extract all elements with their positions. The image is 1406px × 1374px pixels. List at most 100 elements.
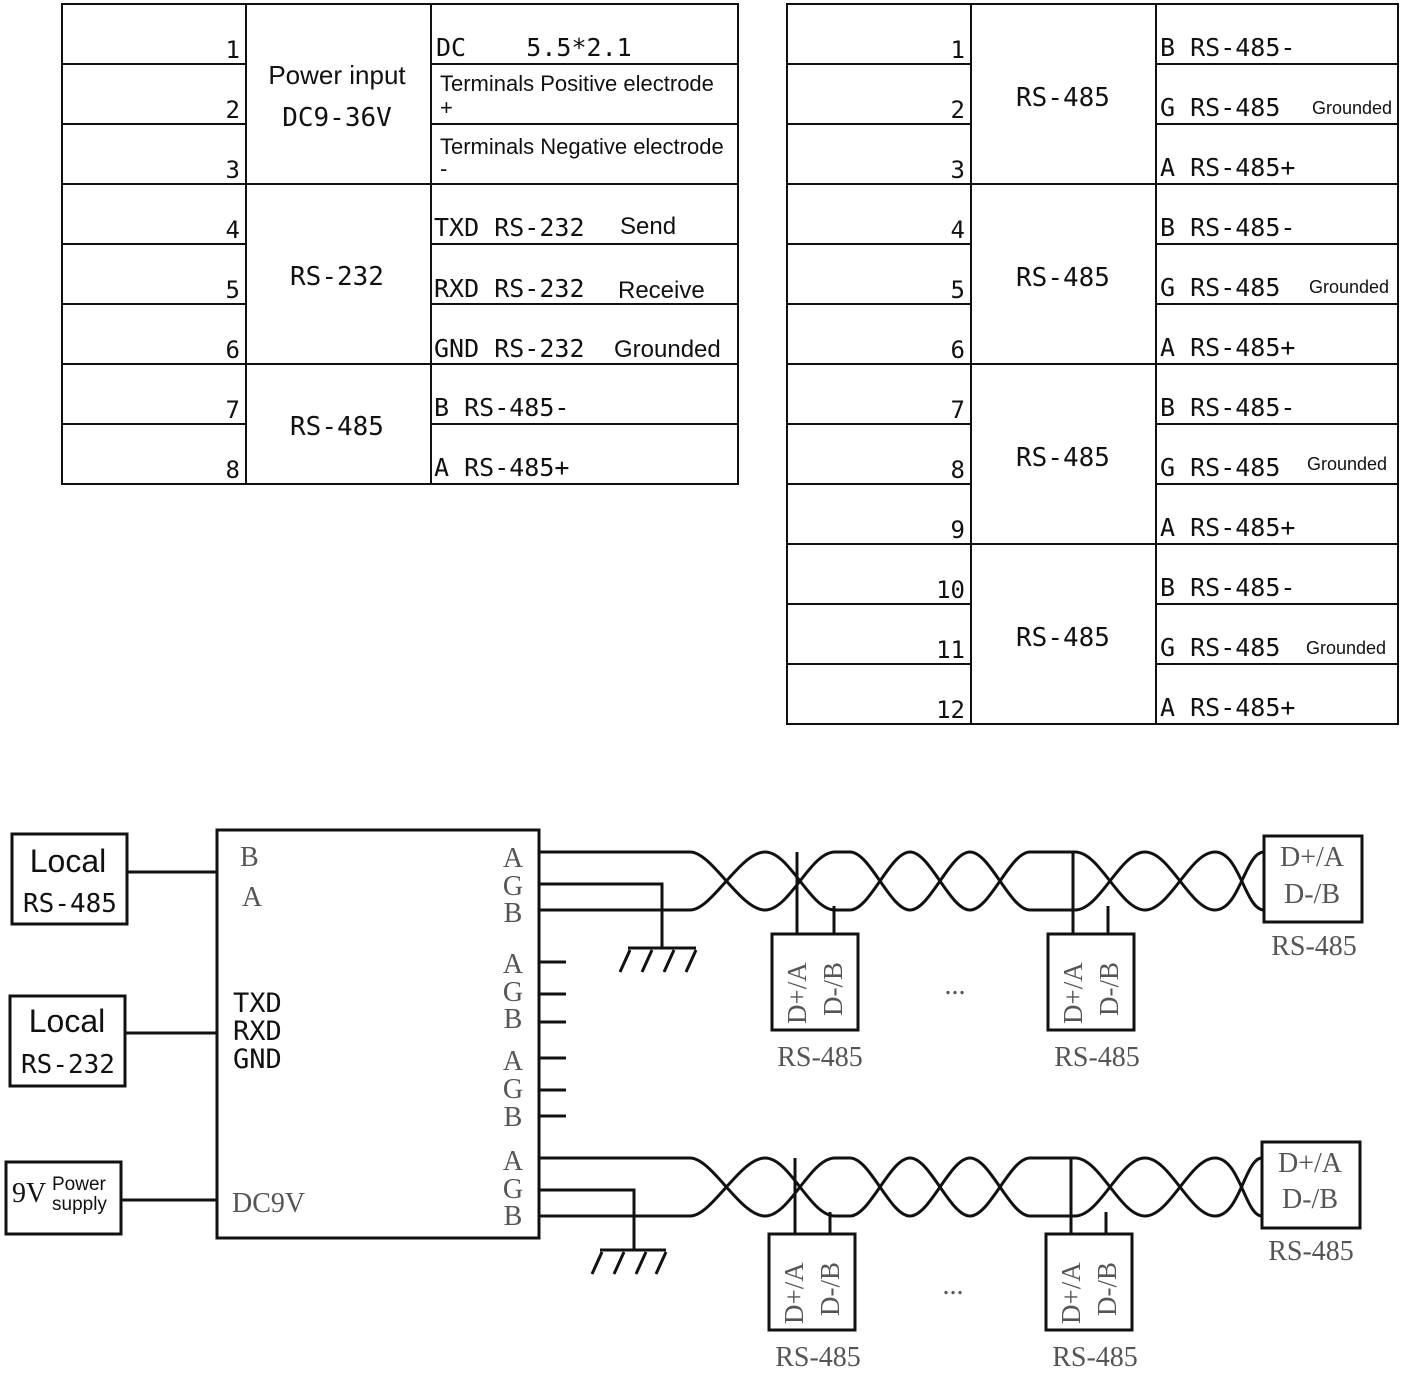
desc-g-ground: G RS-485: [1160, 633, 1280, 662]
node-caption: RS-485: [1052, 1342, 1138, 1373]
local-rs232-box: [8, 994, 127, 1088]
box-label-gnd: GND: [233, 1044, 282, 1075]
port-letter: G: [503, 1074, 523, 1105]
desc-a-plus: A RS-485+: [1160, 513, 1295, 542]
pin-number: 3: [951, 156, 965, 184]
desc-gnd-extra: Grounded: [614, 336, 721, 363]
pin-number: 5: [226, 276, 240, 304]
device-label-bottom: D-/B: [1282, 1184, 1338, 1215]
pin-number: 3: [226, 156, 240, 184]
desc-positive-sign: +: [440, 95, 453, 120]
node-caption: RS-485: [777, 1042, 863, 1073]
desc-b-minus: B RS-485-: [1160, 393, 1295, 422]
local-rs232-title: Local: [29, 1003, 106, 1039]
desc-rxd: RXD RS-232: [434, 274, 585, 303]
group-label-power: Power input: [268, 60, 406, 90]
desc-b-minus: B RS-485-: [1160, 573, 1295, 602]
local-rs485-box: [10, 832, 129, 926]
pin-number: 2: [226, 96, 240, 124]
pin-number: 4: [226, 216, 240, 244]
desc-grounded-note: Grounded: [1309, 277, 1389, 297]
desc-g-ground: G RS-485: [1160, 93, 1280, 122]
local-rs485-title: Local: [30, 843, 107, 879]
box-label-txd: TXD: [233, 988, 282, 1019]
port-letter: A: [503, 843, 524, 874]
pin-number: 12: [936, 696, 965, 724]
desc-dc-jack: DC 5.5*2.1: [436, 33, 632, 62]
pin-number: 7: [226, 396, 240, 424]
desc-negative-sign: -: [440, 156, 447, 181]
node-label-top: D+/A: [779, 1262, 809, 1324]
desc-positive: Terminals Positive electrode: [440, 71, 714, 96]
desc-b-minus: B RS-485-: [1160, 213, 1295, 242]
desc-a-plus: A RS-485+: [1160, 153, 1295, 182]
pin-number: 2: [951, 96, 965, 124]
pin-number: 1: [226, 36, 240, 64]
device-label-bottom: D-/B: [1284, 879, 1340, 910]
node-label-top: D+/A: [1056, 1262, 1086, 1324]
port-letter: A: [503, 949, 524, 980]
node-caption: RS-485: [775, 1342, 861, 1373]
desc-g-ground: G RS-485: [1160, 453, 1280, 482]
desc-a-plus: A RS-485+: [1160, 333, 1295, 362]
local-rs485-subtitle: RS-485: [23, 889, 117, 919]
pin-number: 4: [951, 216, 965, 244]
node-label-top: D+/A: [782, 962, 812, 1024]
supply-label: supply: [52, 1194, 107, 1215]
desc-grounded-note: Grounded: [1307, 454, 1387, 474]
desc-grounded-note: Grounded: [1306, 638, 1386, 658]
ellipsis: ...: [943, 1270, 964, 1301]
local-rs232-subtitle: RS-232: [21, 1050, 115, 1080]
pin-number: 8: [226, 456, 240, 484]
desc-a-plus: A RS-485+: [434, 453, 569, 482]
top-twisted-pair-bus: [539, 834, 1364, 1032]
box-label-rxd: RXD: [233, 1016, 282, 1047]
device-caption: RS-485: [1268, 1236, 1354, 1267]
group-label-rs485: RS-485: [290, 412, 384, 442]
port-letter: G: [503, 871, 523, 902]
box-label-dc9v: DC9V: [232, 1188, 305, 1219]
desc-txd: TXD RS-232: [434, 213, 585, 242]
box-label-b: B: [240, 842, 259, 873]
node-label-top: D+/A: [1058, 962, 1088, 1024]
device-label-top: D+/A: [1280, 842, 1345, 873]
port-letter: A: [503, 1146, 524, 1177]
port-letter: G: [503, 977, 523, 1008]
group-label-rs485: RS-485: [1016, 83, 1110, 113]
desc-txd-extra: Send: [620, 213, 676, 240]
device-caption: RS-485: [1271, 931, 1357, 962]
pin-number: 1: [951, 36, 965, 64]
power-voltage: 9V: [12, 1178, 46, 1209]
desc-negative: Terminals Negative electrode: [440, 134, 724, 159]
port-letter: B: [504, 1201, 523, 1232]
device-label-top: D+/A: [1278, 1148, 1343, 1179]
bottom-twisted-pair-bus: [539, 1140, 1362, 1332]
group-label-rs485: RS-485: [1016, 623, 1110, 653]
group-label-rs232: RS-232: [290, 262, 384, 292]
desc-g-ground: G RS-485: [1160, 273, 1280, 302]
pin-number: 5: [951, 276, 965, 304]
pin-number: 6: [951, 336, 965, 364]
desc-grounded-note: Grounded: [1312, 98, 1392, 118]
pin-number: 7: [951, 396, 965, 424]
node-label-bottom: D-/B: [1092, 1262, 1122, 1316]
desc-rxd-extra: Receive: [618, 277, 705, 304]
port-letter: B: [504, 1004, 523, 1035]
port-letter: B: [504, 1102, 523, 1133]
port-letter: G: [503, 1174, 523, 1205]
power-supply-box: [4, 1160, 123, 1236]
pin-number: 10: [936, 576, 965, 604]
pin-number: 9: [951, 516, 965, 544]
pin-number: 6: [226, 336, 240, 364]
group-label-power-range: DC9-36V: [282, 103, 392, 133]
node-label-bottom: D-/B: [1094, 962, 1124, 1016]
desc-b-minus: B RS-485-: [434, 393, 569, 422]
group-label-rs485: RS-485: [1016, 263, 1110, 293]
node-label-bottom: D-/B: [815, 1262, 845, 1316]
port-letter: B: [504, 898, 523, 929]
pin-number: 8: [951, 456, 965, 484]
